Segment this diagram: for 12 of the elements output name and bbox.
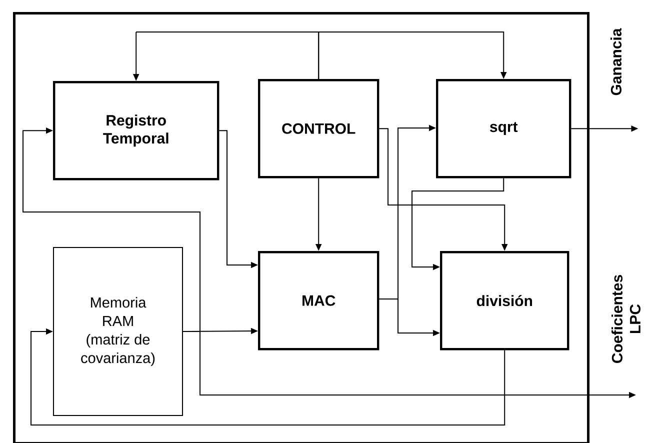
- system-boundary: [13, 12, 590, 443]
- arrow: [30, 328, 506, 426]
- process-box: MAC: [258, 251, 380, 350]
- memory-box: Memoria RAM (matriz de covarianza): [53, 247, 183, 416]
- process-box: división: [440, 251, 570, 350]
- process-box: CONTROL: [258, 79, 380, 178]
- output-label: Ganancia: [610, 28, 622, 96]
- output-label: Coeficientes LPC: [612, 275, 640, 363]
- arrow: [318, 32, 507, 80]
- arrow: [22, 127, 200, 332]
- process-box: sqrt: [436, 79, 572, 178]
- process-box: Registro Temporal: [53, 81, 220, 180]
